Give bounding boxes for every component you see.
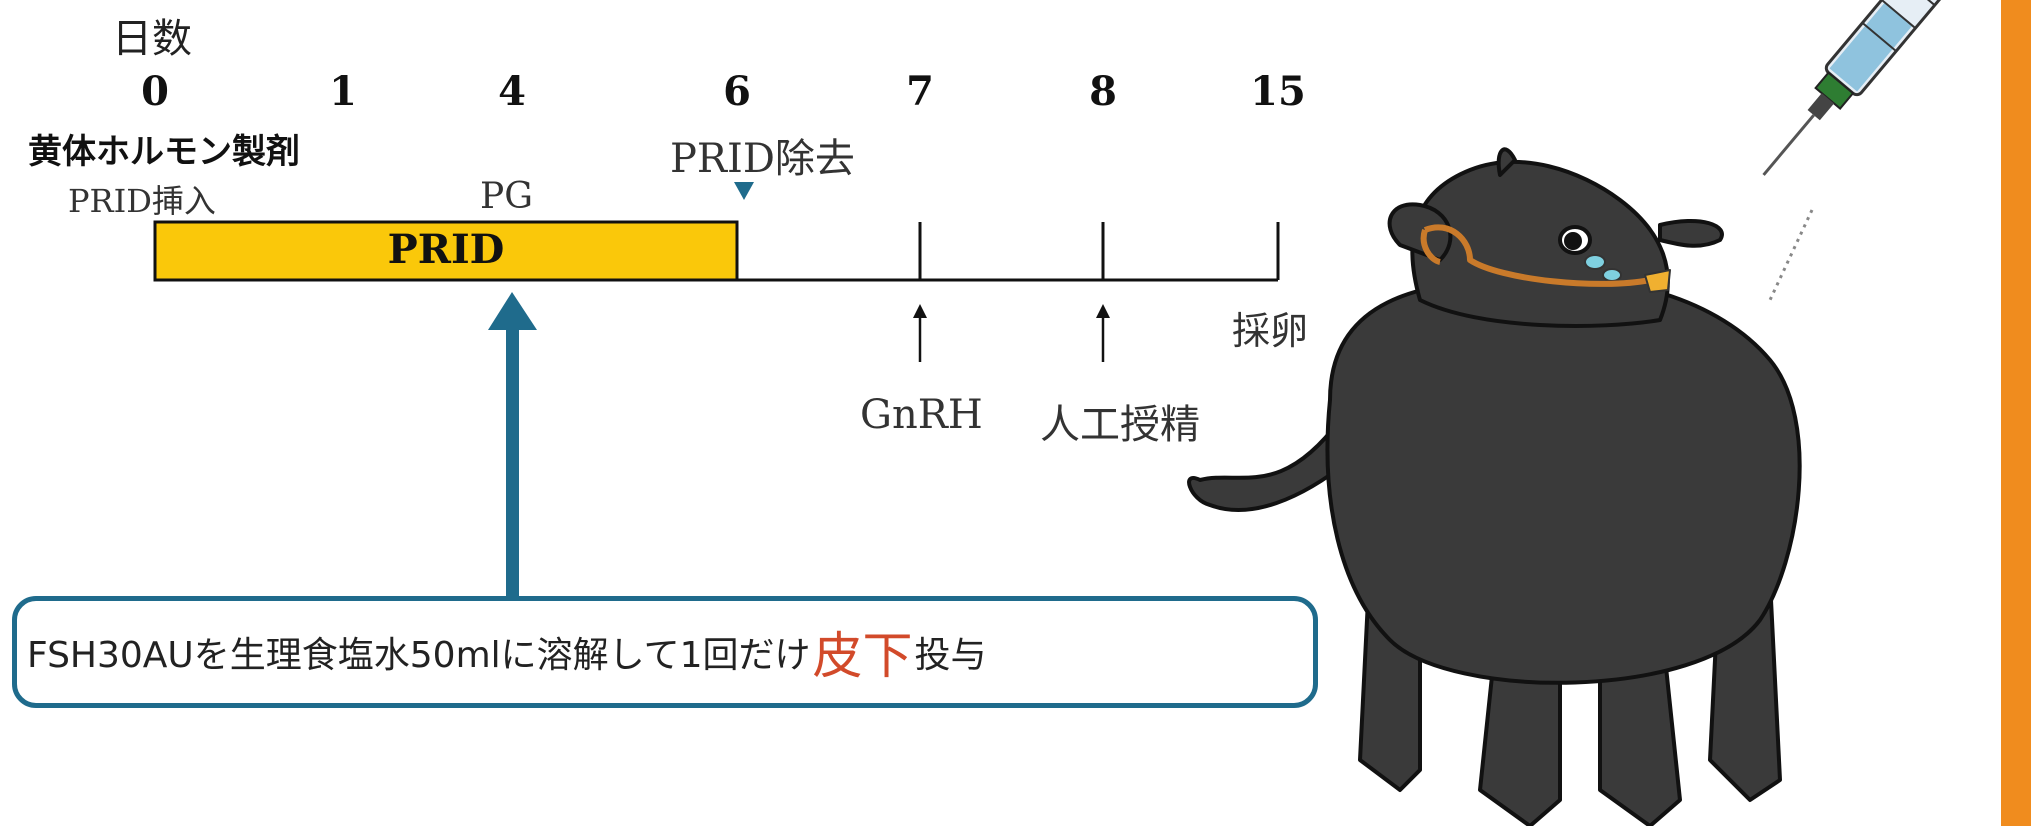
day-label-8: 8 bbox=[1089, 68, 1117, 115]
injection-spray bbox=[1768, 209, 1814, 301]
fsh-callout-box: FSH30AUを生理食塩水50mlに溶解して1回だけ 皮下 投与 bbox=[12, 596, 1318, 708]
day-label-1: 1 bbox=[329, 68, 357, 115]
ai-label: 人工授精 bbox=[1040, 402, 1200, 448]
gnrh-label: GnRH bbox=[860, 392, 983, 438]
callout-text-before: FSH30AUを生理食塩水50mlに溶解して1回だけ bbox=[27, 635, 811, 676]
day-label-0: 0 bbox=[141, 68, 169, 115]
ai-arrow-icon bbox=[1096, 304, 1110, 362]
preparation-label: 黄体ホルモン製剤 bbox=[28, 132, 300, 172]
day-label-15: 15 bbox=[1250, 68, 1306, 115]
callout-highlight: 皮下 bbox=[812, 627, 913, 685]
day-heading: 日数 bbox=[112, 16, 192, 62]
prid-removal-label: PRID除去 bbox=[670, 136, 855, 182]
syringe-icon bbox=[1762, 0, 1954, 176]
callout-text-after: 投与 bbox=[914, 635, 987, 676]
prid-insert-label: PRID挿入 bbox=[68, 182, 216, 220]
side-orange-bar bbox=[2001, 0, 2031, 826]
cow-illustration bbox=[1187, 147, 1802, 826]
day-label-7: 7 bbox=[906, 68, 934, 115]
removal-marker-icon bbox=[734, 182, 754, 200]
prid-bar bbox=[153, 220, 739, 282]
day-label-4: 4 bbox=[498, 68, 526, 115]
pg-label: PG bbox=[480, 176, 533, 217]
prid-bar-label: PRID bbox=[387, 226, 505, 273]
day-label-6: 6 bbox=[723, 68, 751, 115]
egg-collection-label: 採卵 bbox=[1232, 309, 1309, 353]
gnrh-arrow-icon bbox=[913, 304, 927, 362]
fsh-arrow-icon bbox=[488, 292, 537, 598]
